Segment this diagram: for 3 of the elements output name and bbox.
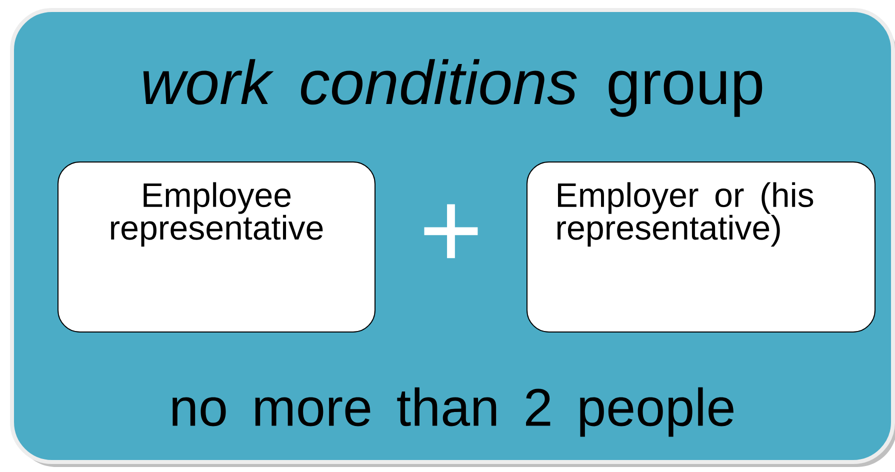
- plus-sign: +: [424, 204, 478, 258]
- text-box: Employer or (his representative): [526, 162, 876, 332]
- text-box: Employee representative: [58, 162, 376, 332]
